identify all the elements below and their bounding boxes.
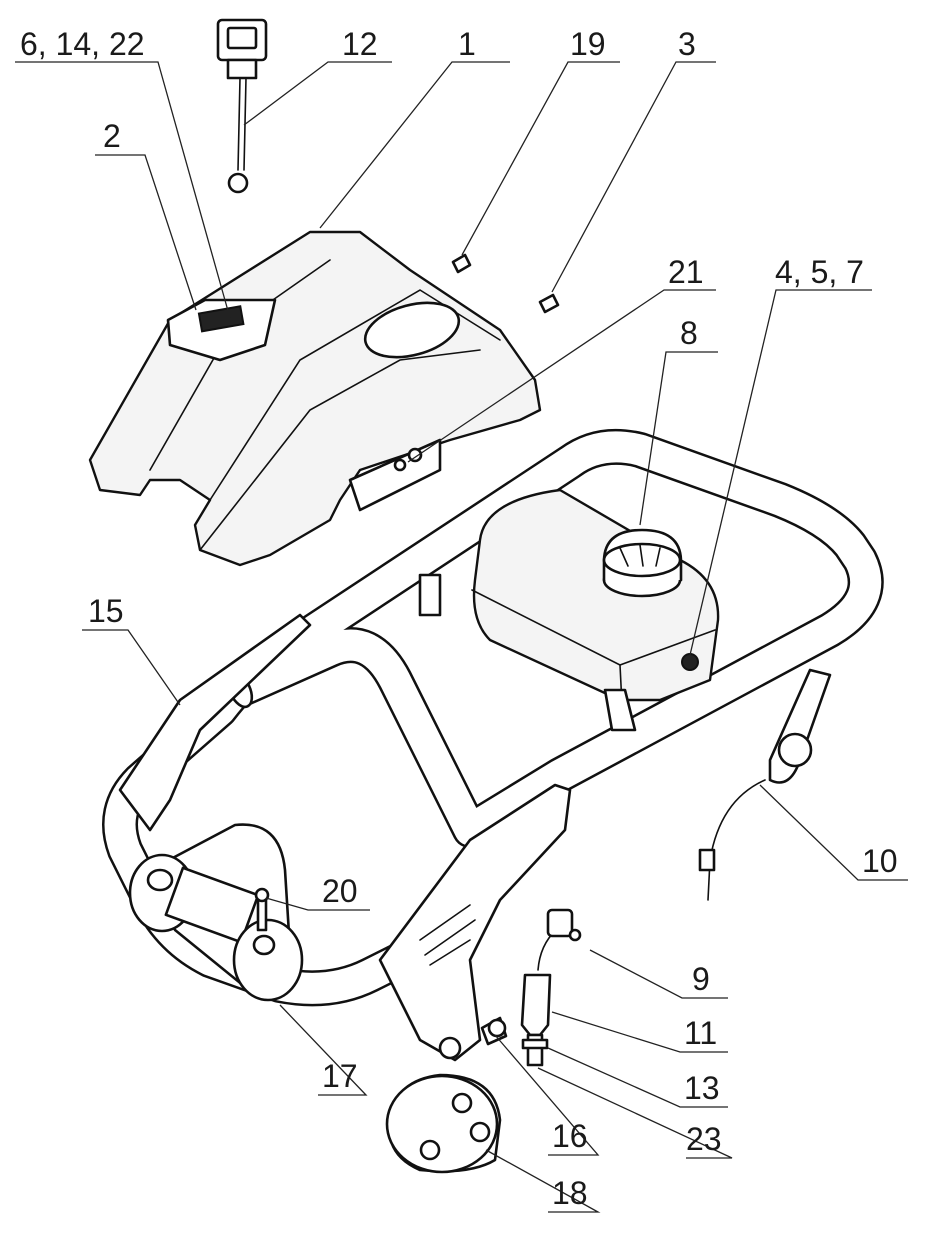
callout-3: 3 (678, 26, 696, 62)
callout-20: 20 (322, 873, 358, 909)
callout-6-14-22: 6, 14, 22 (20, 26, 145, 62)
callout-1: 1 (458, 26, 476, 62)
callout-labels: 6, 14, 22 12 1 19 3 2 21 4, 5, 7 8 15 10… (20, 26, 898, 1211)
leader-lines (15, 61, 908, 1213)
roller-assembly (128, 823, 304, 1002)
callout-16: 16 (552, 1118, 588, 1154)
throttle-lever (698, 668, 832, 901)
callout-15: 15 (88, 593, 124, 629)
fuel-tank (471, 488, 720, 732)
screws (451, 253, 560, 314)
left-side-plate (118, 613, 312, 832)
bolts (438, 1016, 508, 1060)
callout-8: 8 (680, 315, 698, 351)
callout-18: 18 (552, 1175, 588, 1211)
callout-10: 10 (862, 843, 898, 879)
switch-assembly (216, 18, 268, 194)
callout-4-5-7: 4, 5, 7 (775, 254, 864, 290)
callout-21: 21 (668, 254, 704, 290)
fuel-line-assembly (520, 908, 582, 1067)
callout-9: 9 (692, 961, 710, 997)
callout-12: 12 (342, 26, 378, 62)
callout-2: 2 (103, 118, 121, 154)
callout-13: 13 (684, 1070, 720, 1106)
callout-19: 19 (570, 26, 606, 62)
engine-cover (88, 230, 542, 617)
callout-17: 17 (322, 1058, 358, 1094)
right-plate-slots (419, 904, 476, 966)
weight-disc (385, 1073, 502, 1174)
callout-23: 23 (686, 1121, 722, 1157)
right-side-plate (378, 783, 572, 1062)
callout-11: 11 (684, 1015, 717, 1051)
